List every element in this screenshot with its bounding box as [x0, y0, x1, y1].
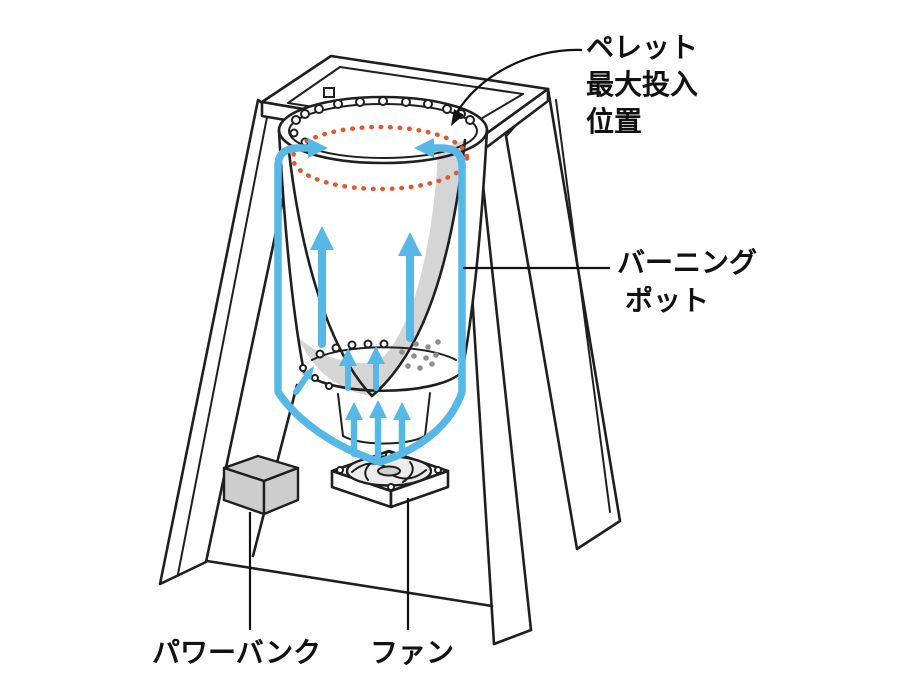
fan-screw — [434, 466, 442, 474]
pellet-callout-arrowhead — [451, 109, 464, 126]
airflow-up-arrowhead — [398, 232, 422, 256]
label-fan: ファン — [370, 637, 454, 668]
airflow-arrows — [274, 138, 466, 466]
airflow-arrowhead-left-pointing — [414, 138, 434, 158]
label-burning-pot-line2: ポット — [625, 285, 709, 316]
stand-base-back-edge — [205, 559, 494, 608]
fan-body-right — [389, 469, 450, 509]
power-bank — [222, 454, 300, 516]
label-pellet-line2: 最大投入 — [586, 69, 698, 100]
pot-wall-right — [460, 128, 489, 374]
pot-body — [279, 97, 487, 392]
label-burning-pot-line1: バーニング — [617, 247, 757, 278]
airflow-fan-arrowhead — [369, 400, 387, 418]
fan-blade — [402, 461, 414, 483]
label-power-bank: パワーバンク — [152, 637, 321, 668]
callouts — [248, 48, 610, 630]
pot-interior-wall — [297, 140, 465, 396]
pot-floor-dotted-holes — [399, 339, 441, 371]
pot-rim-holes — [289, 96, 475, 147]
pot-rim-notch — [323, 87, 335, 98]
airflow-fan-arrowhead — [345, 402, 363, 420]
fan-hub — [377, 465, 401, 477]
airflow-small-arrowhead — [367, 346, 385, 364]
labels: ペレット 最大投入 位置 バーニング ポット パワーバンク ファン — [152, 32, 757, 668]
fan-blade — [391, 469, 427, 480]
airflow-fan-arrowhead — [393, 402, 411, 420]
fan-screw — [336, 466, 344, 474]
airflow-up-arrowhead — [310, 226, 334, 250]
airflow-arrowhead-right-pointing — [308, 138, 328, 158]
pot-pedestal-right — [424, 392, 431, 437]
pot-pedestal-bottom — [342, 435, 426, 445]
stand-front-right-leg-outer — [477, 146, 533, 632]
airflow-loop-left — [274, 144, 384, 466]
airflow-small-arrowhead — [339, 348, 357, 366]
stand-front-right-leg-foot — [492, 628, 533, 646]
airflow-diagonal-arrowhead — [302, 366, 314, 380]
pot-floor-holes — [299, 339, 389, 390]
fan-screw — [387, 483, 395, 491]
pellet-callout-arrow — [455, 48, 583, 115]
stand-right-panel-fold-line — [555, 99, 611, 513]
pellet-max-level-dotted-ellipse — [290, 124, 470, 192]
label-pellet-line3: 位置 — [586, 105, 642, 137]
airflow-loop-right — [376, 144, 466, 466]
pot-pedestal-left — [337, 393, 344, 437]
airflow-diagonal-arrow-shaft — [293, 373, 310, 395]
fan — [330, 449, 450, 509]
power-bank-side — [262, 466, 300, 516]
stand — [158, 87, 622, 646]
fan-blade — [351, 462, 387, 473]
stand-left-panel-fold-line — [177, 111, 269, 575]
burning-pot — [277, 87, 489, 445]
label-pellet-line1: ペレット — [586, 32, 698, 63]
